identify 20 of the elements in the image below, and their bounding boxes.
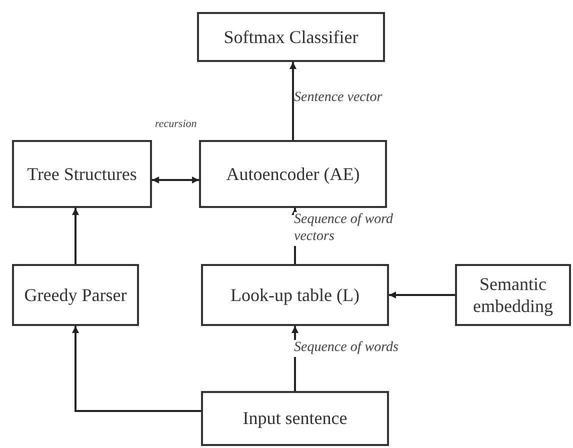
- process-box: [199, 140, 387, 208]
- box-label: Semantic embedding: [472, 272, 554, 318]
- box-label: Look-up table (L): [230, 284, 360, 306]
- process-box: [197, 12, 385, 62]
- arrow: [290, 62, 296, 140]
- edge-label: Sequence of words: [294, 340, 398, 357]
- process-box: [12, 264, 139, 326]
- arrow: [152, 176, 199, 184]
- arrow: [72, 208, 79, 264]
- box-label: Tree Structures: [27, 162, 137, 186]
- process-box: [12, 140, 152, 208]
- arrow: [389, 292, 455, 298]
- box-label: Input sentence: [242, 407, 348, 430]
- process-box: [201, 264, 389, 326]
- box-label: Autoencoder (AE): [226, 162, 360, 186]
- box-label: Softmax Classifier: [224, 26, 358, 48]
- process-box: [455, 264, 571, 326]
- box-label: Greedy Parser: [24, 284, 127, 306]
- arrow: [72, 326, 201, 412]
- process-box: [201, 391, 389, 446]
